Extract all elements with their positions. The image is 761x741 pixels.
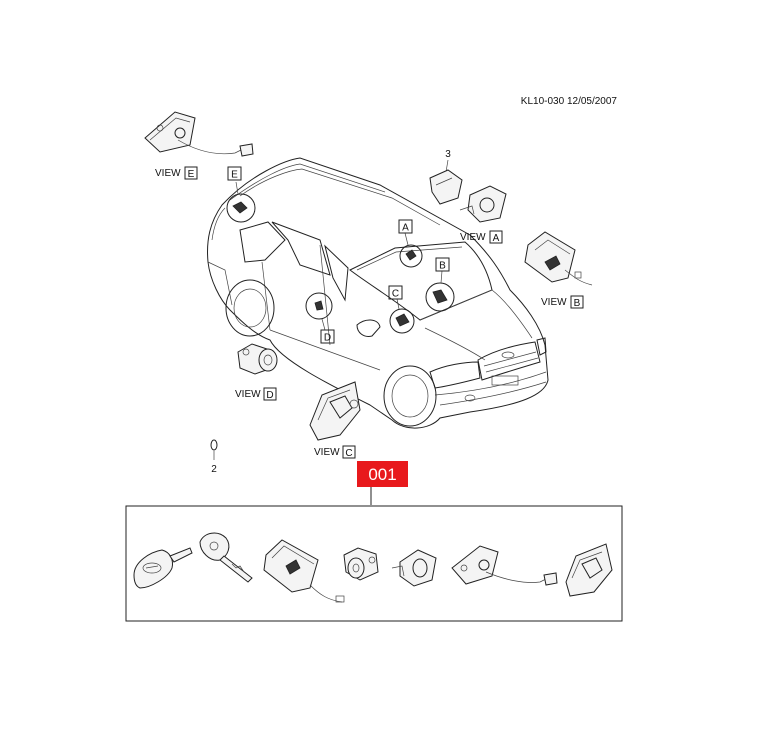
svg-text:VIEW: VIEW <box>235 389 261 400</box>
part-2: 2 <box>210 439 218 475</box>
svg-text:A: A <box>493 233 500 244</box>
callout-letter-b: B <box>439 261 446 272</box>
view-b-label: VIEW B <box>541 295 584 309</box>
drawing-code: KL10-030 12/05/2007 <box>521 96 618 107</box>
callout-d: D <box>305 292 335 344</box>
callout-a: A <box>398 219 423 268</box>
part-3: 3 <box>429 149 463 205</box>
view-a-label: VIEW A <box>460 230 503 244</box>
view-d-label: VIEW D <box>235 387 277 401</box>
callout-b: B <box>425 257 455 312</box>
view-c-label: VIEW C <box>314 445 356 459</box>
kit-contents-box <box>125 505 623 622</box>
callout-letter-a: A <box>402 223 409 234</box>
svg-text:VIEW: VIEW <box>460 232 486 243</box>
svg-text:VIEW: VIEW <box>155 168 181 179</box>
remote-key-icon <box>133 547 193 589</box>
svg-text:VIEW: VIEW <box>541 297 567 308</box>
view-a-part <box>459 185 507 223</box>
vehicle-illustration <box>207 157 549 429</box>
view-c-part <box>309 381 361 441</box>
rear-lock-cylinder-icon <box>391 549 437 587</box>
view-e-label: VIEW E <box>155 166 198 180</box>
lock-cylinder-icon <box>343 547 379 581</box>
ignition-switch-icon <box>263 539 345 603</box>
key-icon <box>199 532 253 583</box>
tailgate-lock-icon <box>451 545 558 586</box>
view-d-part <box>237 343 278 375</box>
callout-c: C <box>388 285 415 334</box>
kit-001-badge: 001 <box>357 461 408 505</box>
part-number-3: 3 <box>445 149 451 160</box>
part-number-2: 2 <box>211 464 217 475</box>
callout-e: E <box>226 166 256 223</box>
lock-bracket-icon <box>565 543 613 597</box>
callout-letter-d: D <box>324 333 331 344</box>
kit-number: 001 <box>368 465 396 484</box>
svg-text:VIEW: VIEW <box>314 447 340 458</box>
svg-text:D: D <box>266 390 273 401</box>
svg-text:C: C <box>345 448 352 459</box>
view-e-part <box>144 111 254 157</box>
svg-text:B: B <box>574 298 581 309</box>
callout-letter-c: C <box>392 289 399 300</box>
kit-badge-background <box>357 461 408 487</box>
svg-text:E: E <box>188 169 195 180</box>
callout-letter-e: E <box>231 170 238 181</box>
view-b-part <box>524 231 593 286</box>
